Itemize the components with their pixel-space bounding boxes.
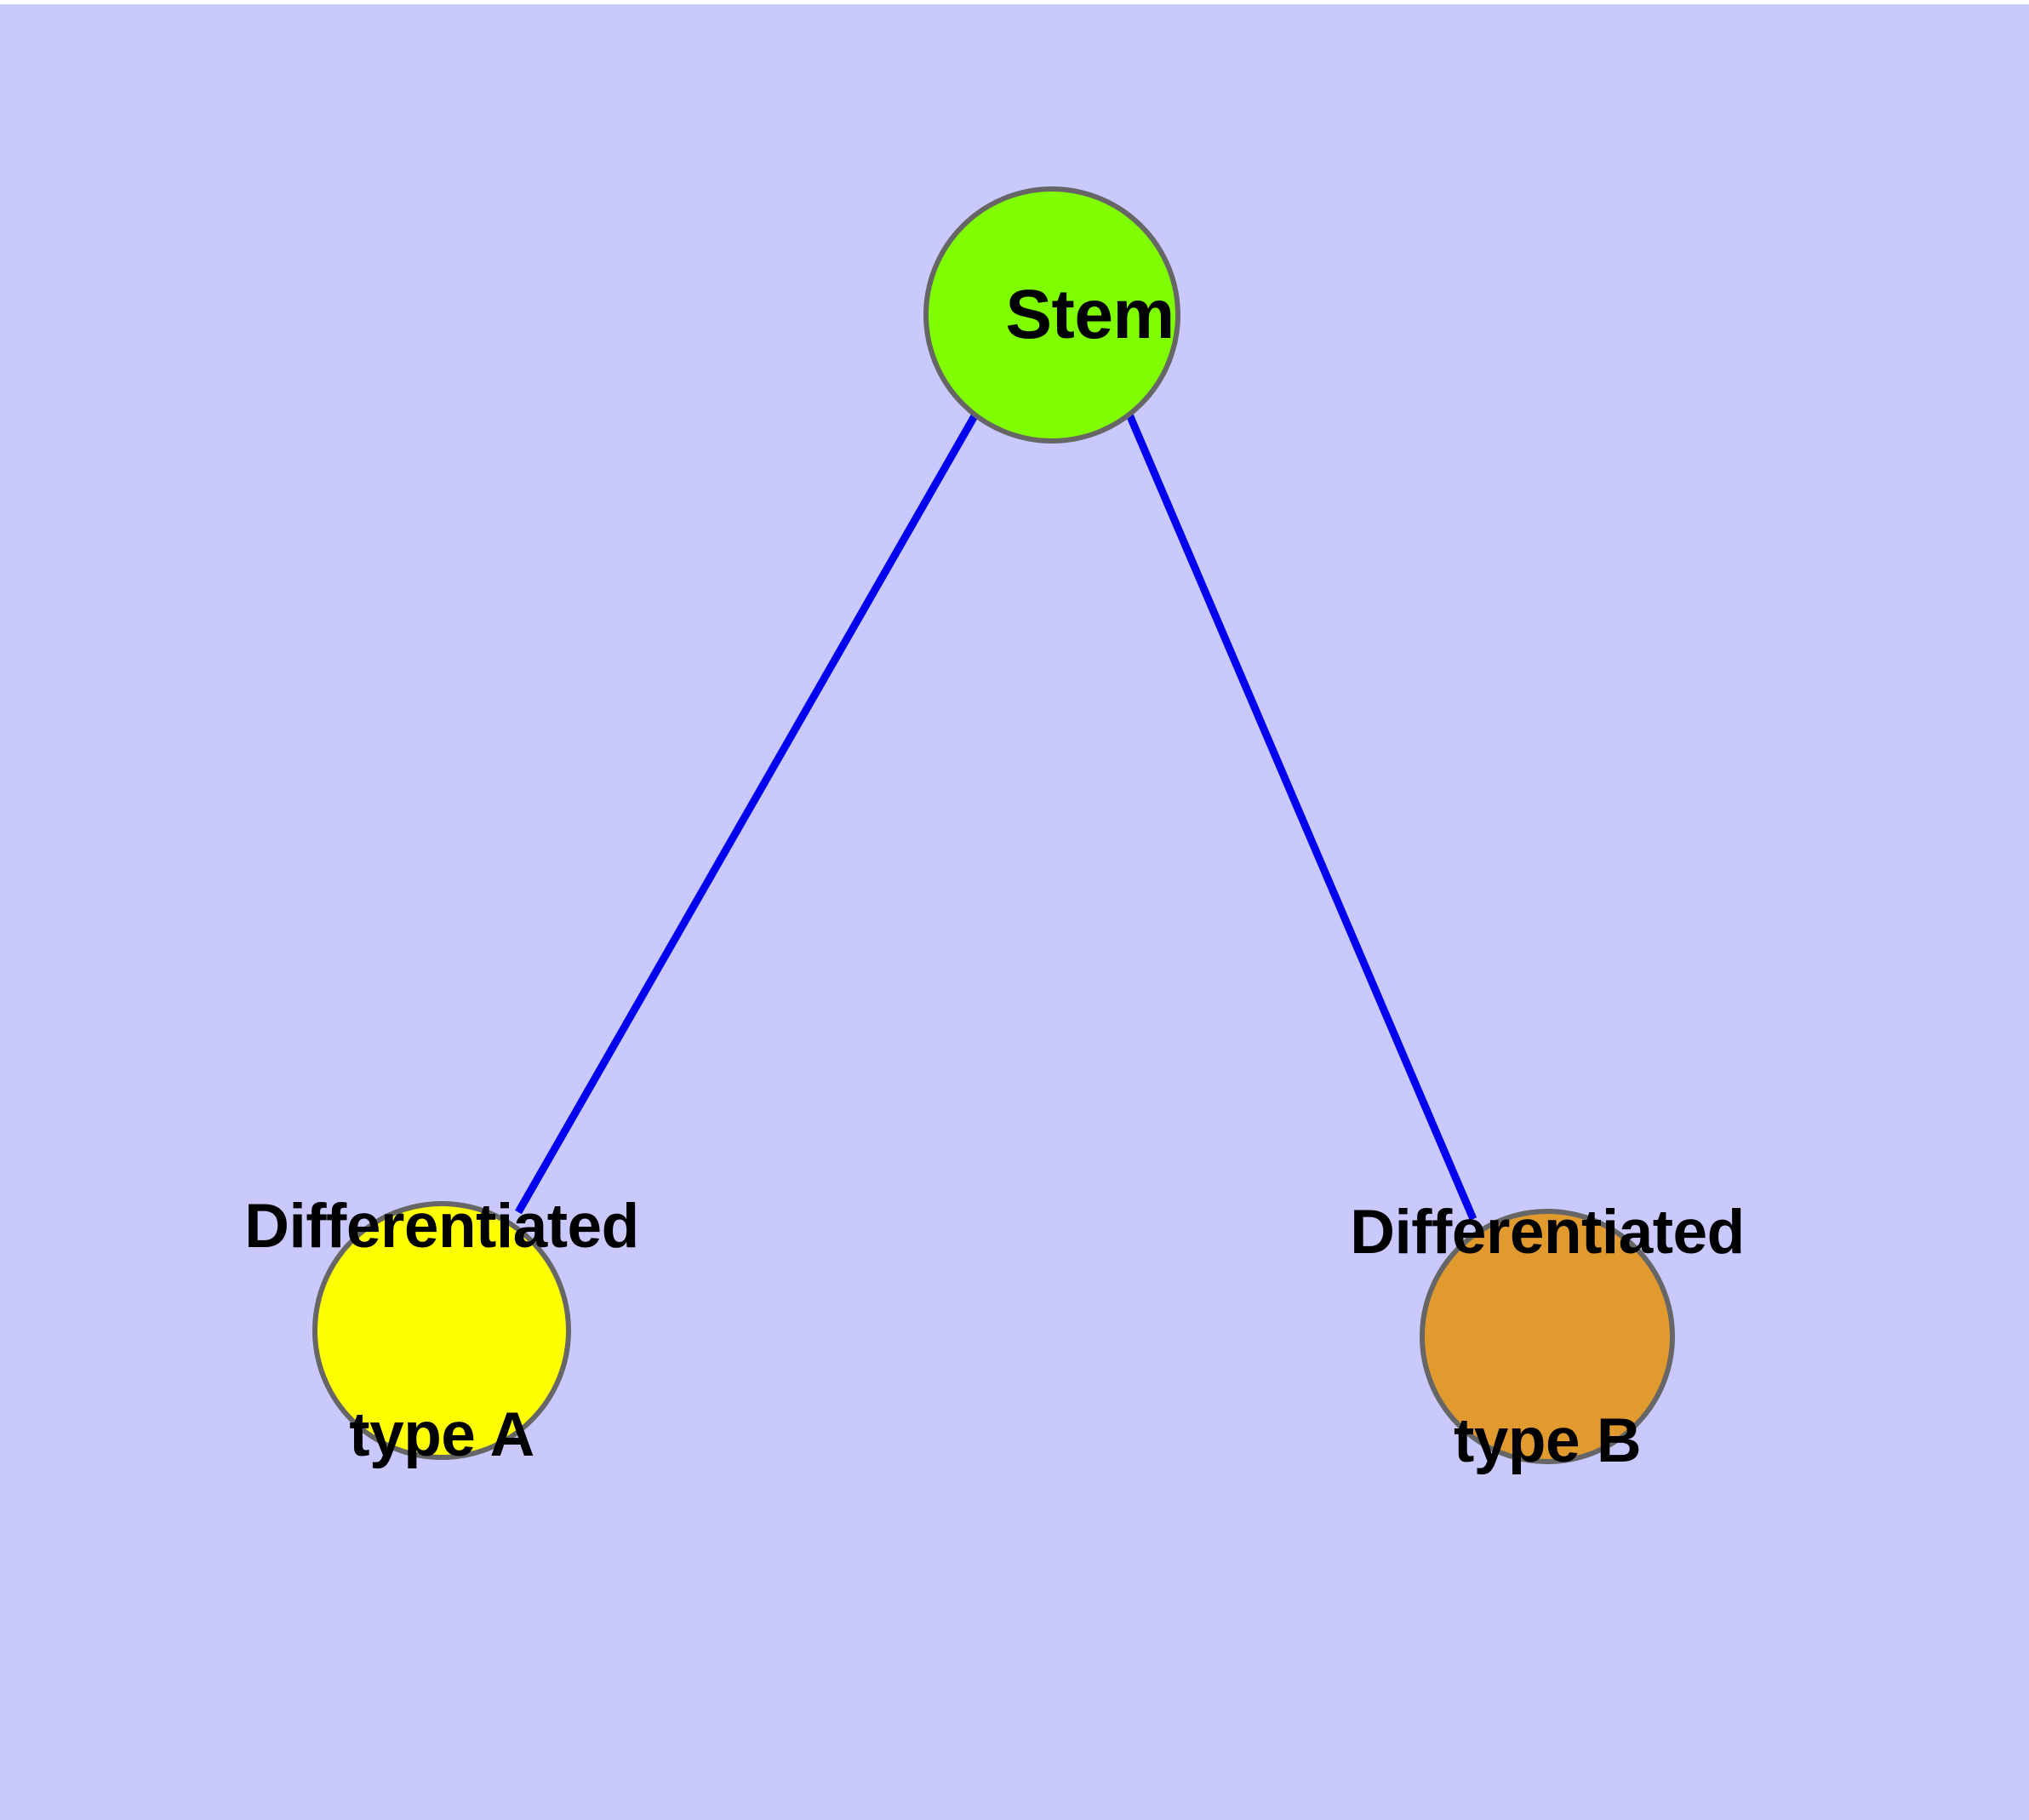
edge-layer [515, 412, 1477, 1221]
node-differentiated-type-a[interactable] [312, 1201, 571, 1460]
edge-stem-to-diff-b [1125, 413, 1477, 1221]
node-differentiated-type-b[interactable] [1420, 1209, 1675, 1464]
node-layer [312, 186, 1675, 1464]
node-stem[interactable] [923, 186, 1180, 444]
edge-stem-to-diff-a [515, 412, 979, 1215]
